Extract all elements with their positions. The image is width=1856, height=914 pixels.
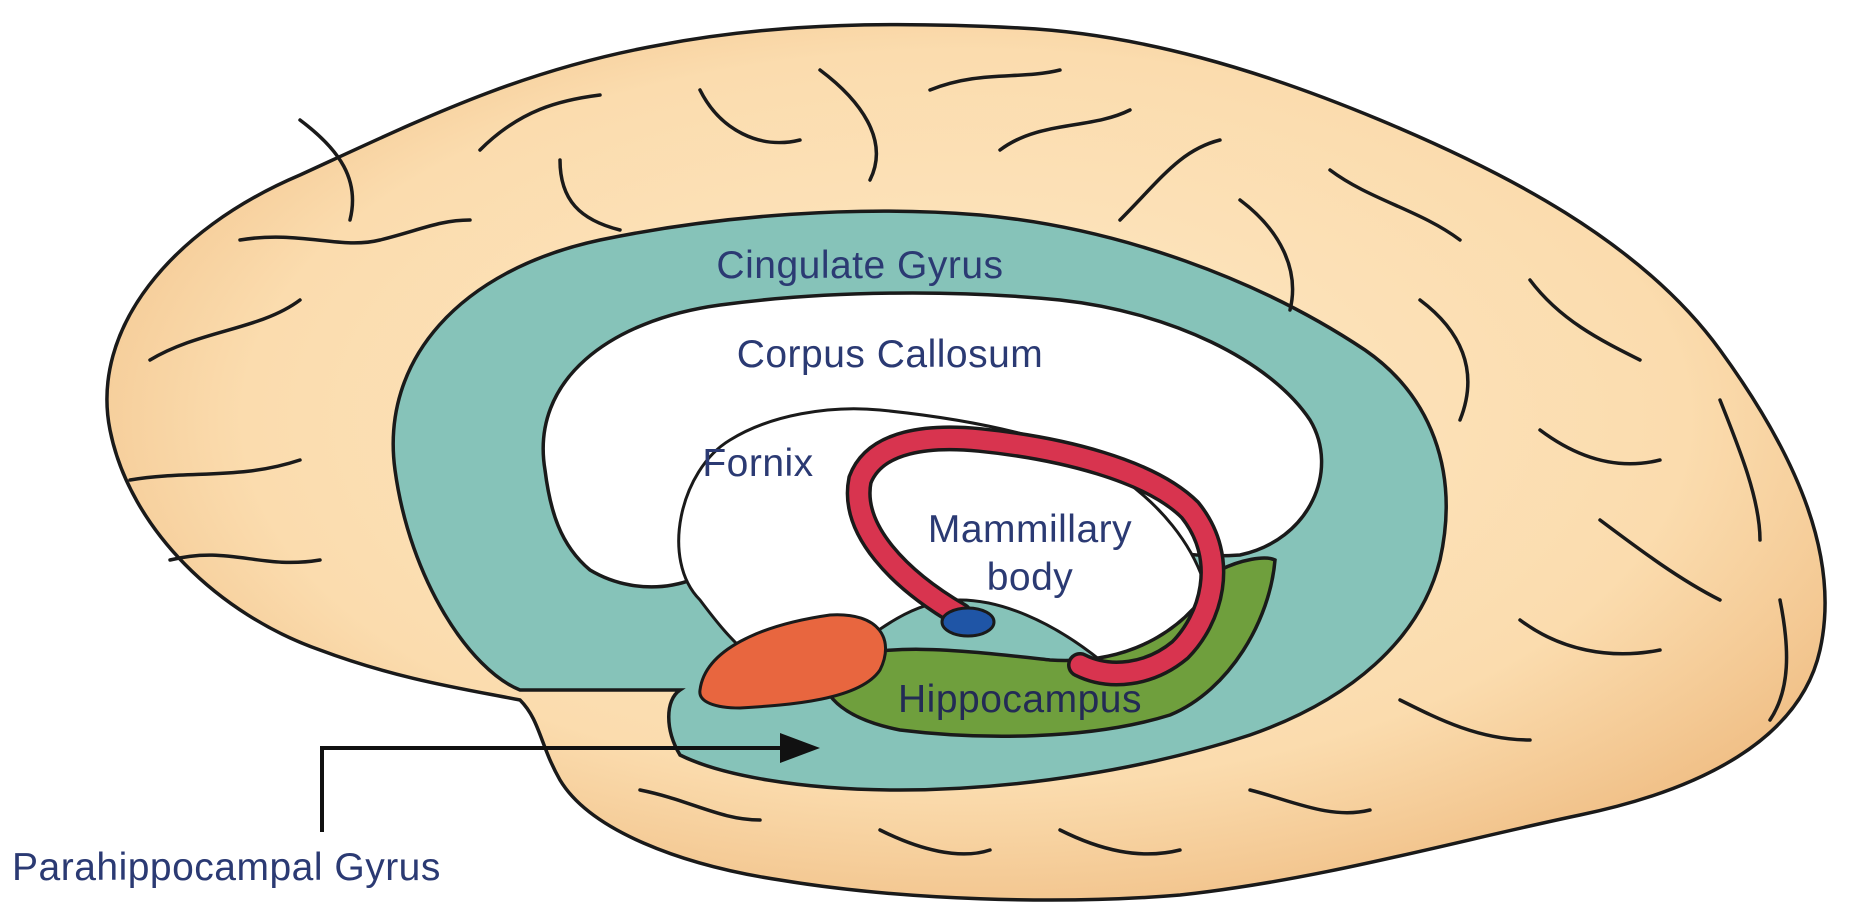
- label-mammillary-line2: body: [987, 556, 1074, 599]
- label-parahippocampal-gyrus: Parahippocampal Gyrus: [12, 846, 441, 889]
- label-mammillary-line1: Mammillary: [928, 508, 1132, 551]
- label-fornix: Fornix: [702, 442, 813, 485]
- mammillary-body: [942, 608, 994, 636]
- label-hippocampus: Hippocampus: [898, 678, 1142, 721]
- label-cingulate-gyrus: Cingulate Gyrus: [716, 244, 1003, 287]
- label-corpus-callosum: Corpus Callosum: [737, 333, 1044, 376]
